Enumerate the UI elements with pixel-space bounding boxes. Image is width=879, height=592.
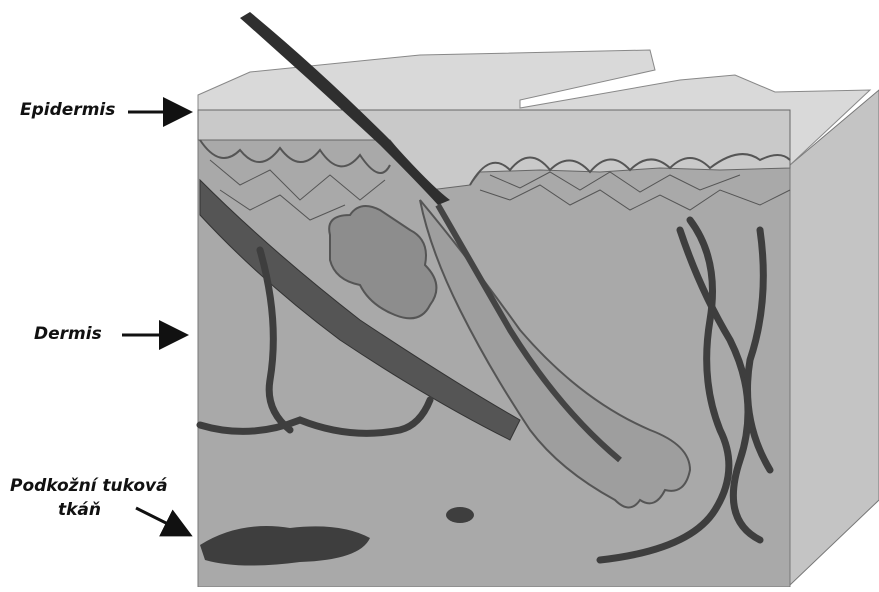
fat-cell — [446, 507, 474, 523]
epidermis-label: Epidermis — [20, 100, 115, 120]
block-side-face — [790, 90, 879, 585]
subcutaneous-label-line1: Podkožní tuková — [10, 476, 168, 496]
subcutaneous-label-line2: tkáň — [58, 500, 101, 520]
subcutaneous-arrow — [136, 508, 190, 535]
dermis-label: Dermis — [34, 324, 102, 344]
